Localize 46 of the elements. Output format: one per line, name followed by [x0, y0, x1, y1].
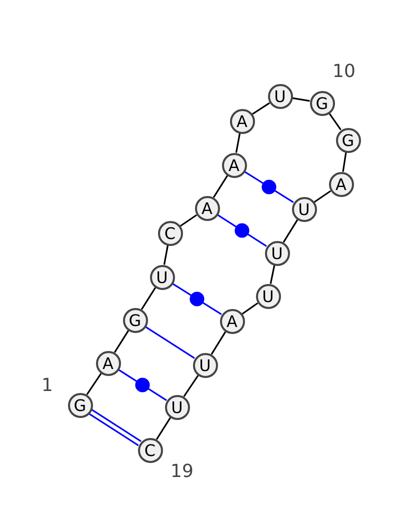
position-number: 10: [332, 62, 356, 82]
nucleotide-node: U: [256, 284, 280, 308]
nucleotide-node: C: [138, 438, 162, 462]
nucleotide-node: G: [336, 128, 360, 152]
nucleotide-node: U: [164, 394, 190, 420]
backbone-line: [342, 152, 347, 172]
nucleotide-node: G: [122, 308, 148, 332]
base-pair-line: [118, 368, 168, 402]
position-number: 1: [42, 376, 53, 396]
base-pair-line: [172, 282, 222, 316]
nucleotide-node: G: [68, 392, 92, 418]
nucleotide-node: A: [328, 172, 354, 196]
nucleotide-node: C: [158, 220, 182, 246]
base-pair-line: [216, 214, 268, 247]
nucleotide-node: A: [222, 152, 246, 178]
nucleotide-node: G: [310, 90, 334, 116]
backbone-line: [114, 330, 130, 353]
nucleotide-node: A: [194, 196, 220, 220]
nucleotide-node: U: [292, 196, 316, 222]
nucleotide-node: A: [230, 108, 254, 134]
backbone-line: [183, 374, 199, 398]
base-pair-line: [145, 326, 195, 359]
backbone-line: [156, 417, 172, 440]
backbone-line: [252, 102, 270, 115]
backbone-line: [210, 331, 226, 355]
backbone-line: [235, 133, 241, 153]
base-pair-line: [244, 170, 294, 204]
backbone-line: [180, 214, 198, 227]
position-number: 19: [170, 462, 194, 482]
nucleotide-node: U: [192, 352, 218, 378]
nucleotide-node: U: [264, 240, 290, 266]
nucleotide-node: U: [268, 84, 292, 108]
backbone-line: [212, 175, 228, 198]
nucleotide-node: U: [150, 264, 174, 290]
backbone-line: [140, 287, 156, 310]
backbone-line: [163, 245, 169, 265]
backbone-line: [86, 372, 102, 396]
nucleotide-node: A: [220, 308, 244, 334]
backbone-line: [328, 112, 342, 130]
nucleotide-node: A: [96, 350, 120, 376]
backbone-line: [242, 302, 258, 315]
backbone-line: [314, 190, 332, 203]
base-pair-line: [88, 408, 142, 446]
backbone-line: [270, 265, 276, 284]
backbone-line: [292, 97, 310, 102]
backbone-line: [282, 219, 298, 243]
